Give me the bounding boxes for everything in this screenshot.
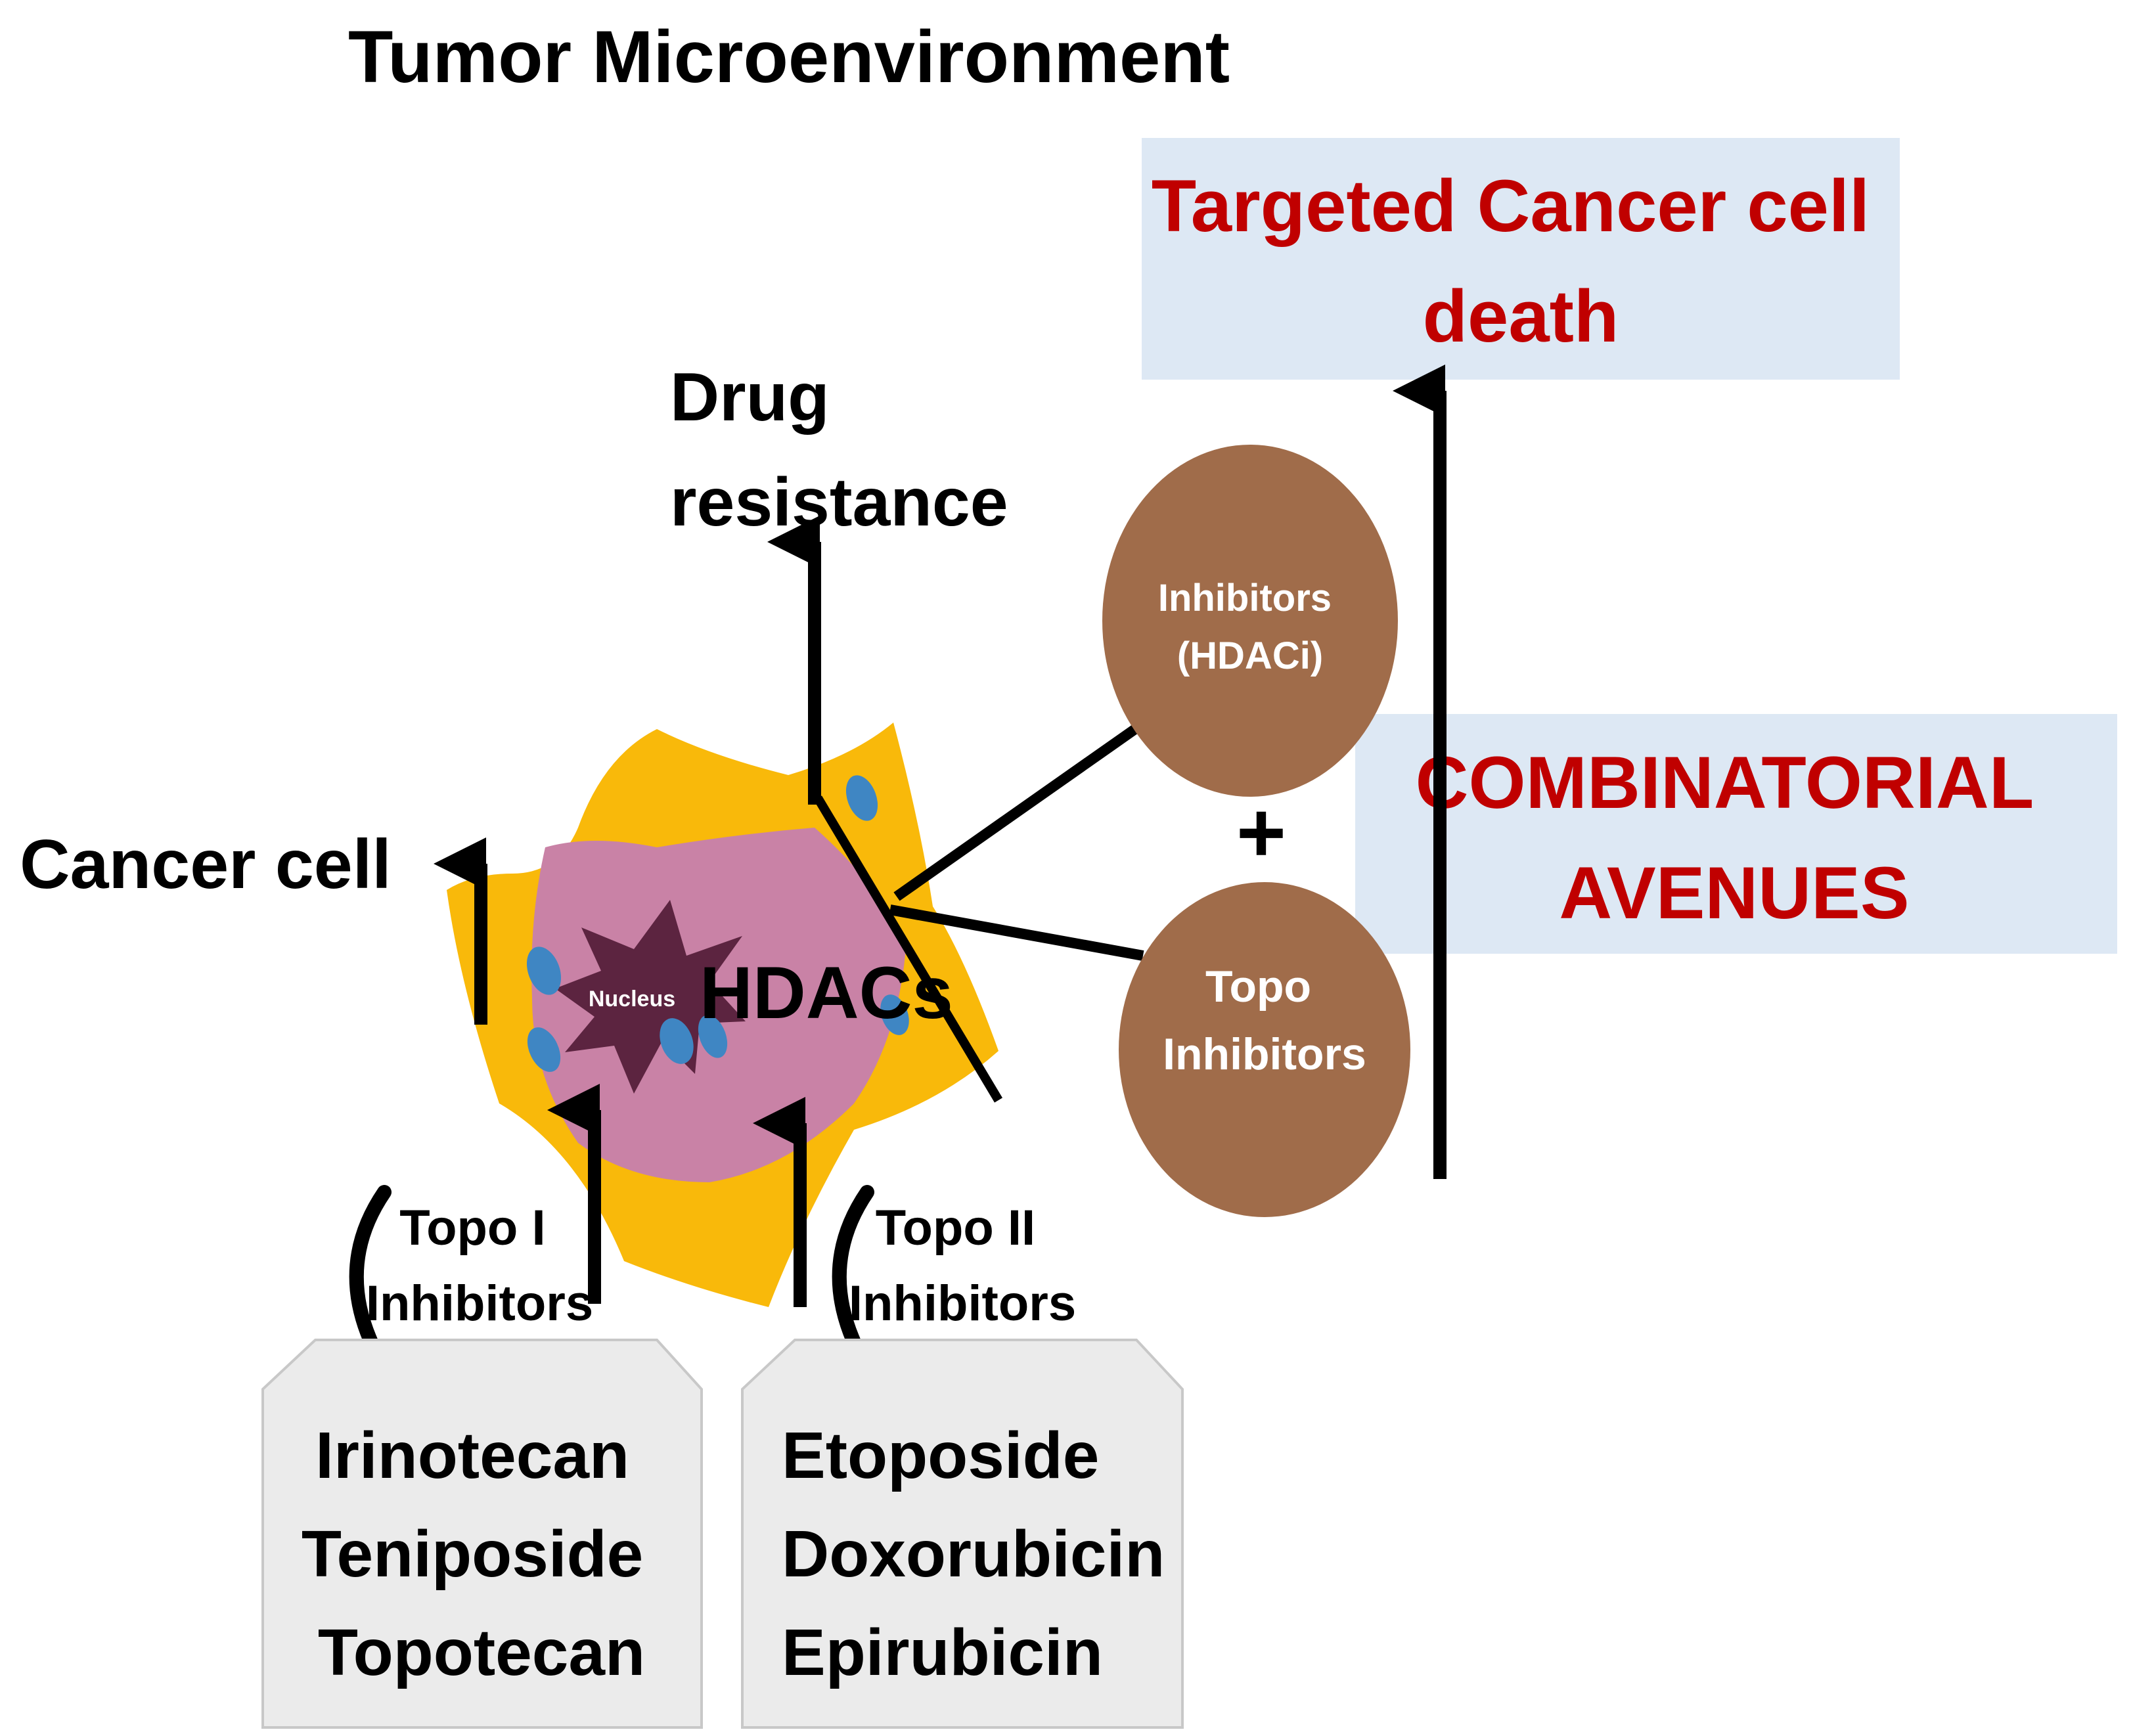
combinatorial-line-2: AVENUES — [1559, 852, 1909, 934]
connector-to-topo — [889, 904, 1144, 961]
combinatorial-line-1: COMBINATORIAL — [1416, 742, 2033, 824]
topo-inhibitors-circle — [1119, 882, 1410, 1217]
targeted-death-label: Targeted Cancer cell death — [1152, 165, 1891, 357]
targeted-death-line-1: Targeted Cancer cell — [1152, 165, 1870, 247]
nucleus-shape — [555, 900, 746, 1094]
topo-circle-label: Topo Inhibitors — [1163, 962, 1366, 1079]
topo1-label-line-2: Inhibitors — [366, 1276, 593, 1331]
topo2-label-line-2: Inhibitors — [849, 1276, 1076, 1331]
nucleus-label: Nucleus — [589, 987, 675, 1012]
combinatorial-label: COMBINATORIAL AVENUES — [1416, 742, 2053, 934]
protein-shape — [660, 1018, 694, 1064]
cancer-cell-label: Cancer cell — [20, 826, 392, 903]
topo2-label-line-1: Topo II — [876, 1200, 1035, 1256]
hdaci-circle-line-2: (HDACi) — [1177, 634, 1323, 677]
topo2-drug-2: Doxorubicin — [782, 1517, 1165, 1591]
blocking-line — [813, 795, 1003, 1103]
topo-circle-line-2: Inhibitors — [1163, 1029, 1366, 1079]
plus-sign: + — [1236, 784, 1286, 880]
protein-shape — [527, 1027, 561, 1072]
combinatorial-box — [1355, 714, 2117, 954]
hdaci-circle-label: Inhibitors (HDACi) — [1158, 577, 1342, 677]
topo2-bracket — [832, 1185, 874, 1354]
protein-shape — [880, 994, 909, 1035]
topo1-drug-1: Irinotecan — [315, 1419, 629, 1492]
topo1-drug-list: Irinotecan Teniposide Topotecan — [302, 1419, 662, 1689]
topo1-drug-2: Teniposide — [302, 1517, 643, 1591]
hdaci-circle — [1102, 445, 1398, 797]
topo1-label-line-1: Topo I — [399, 1200, 545, 1256]
topo2-drug-1: Etoposide — [782, 1419, 1099, 1492]
topo1-label: Topo I Inhibitors — [366, 1200, 593, 1331]
targeted-death-line-2: death — [1423, 275, 1619, 357]
topo1-bracket — [349, 1185, 392, 1354]
drug-resistance-label: Drug resistance — [670, 359, 1008, 541]
topo-circle-line-1: Topo — [1205, 962, 1311, 1012]
topo2-drug-box — [741, 1339, 1184, 1729]
targeted-death-box — [1142, 138, 1900, 380]
topo1-drug-box — [261, 1339, 703, 1729]
topo2-label: Topo II Inhibitors — [849, 1200, 1076, 1331]
drug-resistance-line-1: Drug — [670, 359, 830, 435]
topo1-drug-3: Topotecan — [318, 1616, 645, 1689]
drug-resistance-line-2: resistance — [670, 464, 1008, 541]
topo2-drug-3: Epirubicin — [782, 1616, 1103, 1689]
title: Tumor Microenvironment — [348, 16, 1230, 98]
hdaci-circle-line-1: Inhibitors — [1158, 577, 1332, 619]
hdacs-label: HDACs — [700, 952, 953, 1034]
protein-shape — [845, 775, 878, 821]
connector-to-hdaci — [893, 721, 1143, 901]
protein-shape — [698, 1015, 728, 1058]
protein-shape — [526, 946, 562, 995]
topo2-drug-list: Etoposide Doxorubicin Epirubicin — [782, 1419, 1183, 1689]
